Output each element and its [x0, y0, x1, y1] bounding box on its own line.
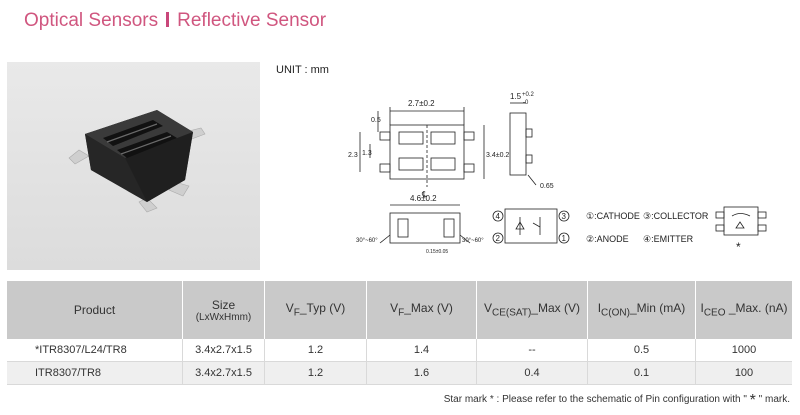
- cell-ic-min: 0.5: [587, 339, 696, 362]
- pin-2-label: 2: [496, 234, 501, 243]
- cell-product: ITR8307/TR8: [7, 361, 183, 385]
- legend-anode: ②:ANODE: [586, 234, 629, 244]
- table-header-row: Product Size(LxWxHmm) VF_Typ (V) VF_Max …: [7, 281, 792, 339]
- dim-side-tol-plus: +0.2: [522, 92, 535, 98]
- col-ic-min: IC(ON)_Min (mA): [587, 281, 696, 339]
- dim-left-13: 1.3: [362, 150, 372, 157]
- product-photo: [7, 62, 260, 270]
- footnote-big-star: *: [749, 392, 756, 409]
- top-view-drawing: [359, 107, 485, 187]
- col-product: Product: [7, 281, 183, 339]
- legend-cathode: ①:CATHODE: [586, 211, 640, 221]
- page-title: Optical Sensors Reflective Sensor: [24, 10, 326, 32]
- dimension-drawings: 2.7±0.2 0.5 2.3 1.3 3.4±0.2 ℄ 1.5 +0.2 -…: [348, 92, 767, 255]
- col-vf-max: VF_Max (V): [366, 281, 477, 339]
- cell-iceo-max: 100: [695, 361, 792, 385]
- cell-ic-min: 0.1: [587, 361, 696, 385]
- cell-vce-max: 0.4: [476, 361, 588, 385]
- col-size: Size(LxWxHmm): [182, 281, 265, 339]
- subcategory-title: Reflective Sensor: [177, 10, 327, 31]
- cell-size: 3.4x2.7x1.5: [182, 361, 265, 385]
- title-separator: [166, 12, 170, 27]
- legend-emitter: ④:EMITTER: [643, 234, 694, 244]
- dim-top-width: 2.7±0.2: [408, 99, 435, 108]
- dim-right-34: 3.4±0.2: [486, 152, 509, 159]
- star-mark-schematic: *: [736, 240, 741, 254]
- category-title: Optical Sensors: [24, 10, 159, 31]
- col-vf-typ: VF_Typ (V): [264, 281, 367, 339]
- pin-1-label: 1: [562, 234, 567, 243]
- footnote-suffix: " mark.: [755, 394, 790, 405]
- pin-4-label: 4: [496, 212, 501, 221]
- footnote-text: : Please refer to the schematic of Pin c…: [493, 394, 750, 405]
- side-view-drawing: [509, 102, 537, 186]
- pin-config-schematic: [492, 208, 570, 244]
- cell-product: *ITR8307/L24/TR8: [7, 339, 183, 362]
- sensor-package-image: [7, 62, 260, 270]
- col-vce-max: VCE(SAT)_Max (V): [476, 281, 588, 339]
- centerline-mark: ℄: [421, 190, 428, 199]
- unit-label: UNIT : mm: [276, 64, 329, 76]
- table-row: *ITR8307/L24/TR8 3.4x2.7x1.5 1.2 1.4 -- …: [7, 339, 792, 362]
- dim-left-23: 2.3: [348, 152, 358, 159]
- bottom-view-drawing: [379, 204, 471, 244]
- table-row: ITR8307/TR8 3.4x2.7x1.5 1.2 1.6 0.4 0.1 …: [7, 361, 792, 385]
- cell-vf-max: 1.4: [366, 339, 477, 362]
- footnote-prefix: Star mark: [443, 394, 488, 405]
- dim-bottom-width: 4.6±0.2: [410, 194, 437, 203]
- star-mark-footnote: Star mark * : Please refer to the schema…: [444, 392, 790, 410]
- dim-angle-left: 30°~60°: [356, 238, 378, 244]
- dim-side-065: 0.65: [540, 183, 554, 190]
- legend-collector: ③:COLLECTOR: [643, 211, 709, 221]
- cell-vf-typ: 1.2: [264, 339, 367, 362]
- cell-size: 3.4x2.7x1.5: [182, 339, 265, 362]
- cell-iceo-max: 1000: [695, 339, 792, 362]
- cell-vce-max: --: [476, 339, 588, 362]
- dim-angle-right: 30°~60°: [462, 238, 484, 244]
- dim-side-tol-minus: -0: [523, 100, 529, 106]
- dim-top-05: 0.5: [371, 117, 381, 124]
- pin-3-label: 3: [562, 212, 567, 221]
- starred-pin-schematic: [715, 206, 767, 236]
- dim-lead-thickness: 0.15±0.05: [426, 249, 448, 255]
- cell-vf-max: 1.6: [366, 361, 477, 385]
- footnote-star: *: [489, 394, 494, 405]
- spec-table: Product Size(LxWxHmm) VF_Typ (V) VF_Max …: [7, 281, 792, 385]
- dim-side-15: 1.5: [510, 92, 522, 101]
- col-iceo-max: ICEO _Max. (nA): [695, 281, 792, 339]
- cell-vf-typ: 1.2: [264, 361, 367, 385]
